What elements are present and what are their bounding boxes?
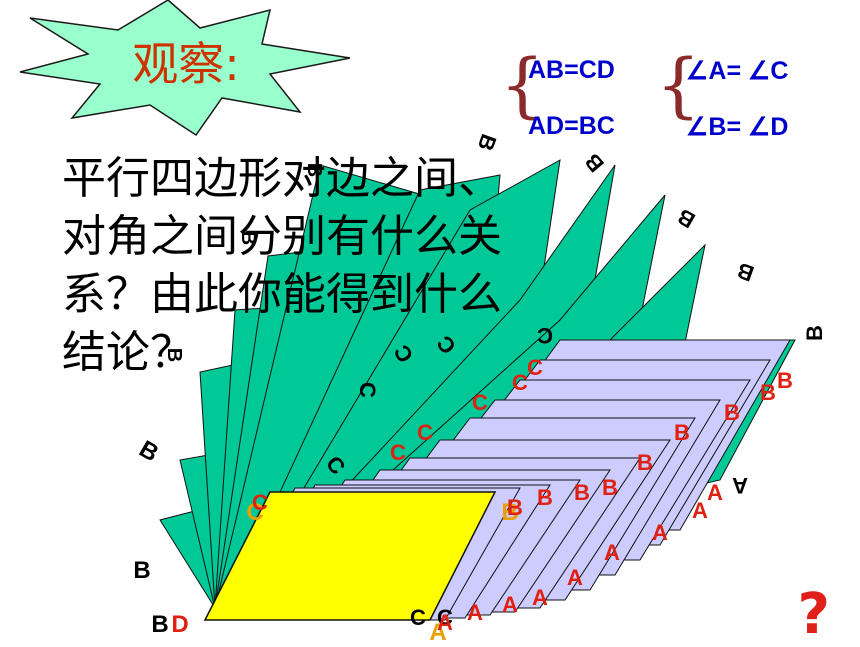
vertex-label-c: C [246,499,263,526]
vertex-label-b: B [802,325,827,341]
vertex-label-c: C [390,440,406,465]
vertex-label-a: A [567,565,583,590]
question-line: 平行四边形对边之间、 [62,153,502,204]
vertex-label-b: B [163,348,185,362]
vertex-label-c: C [355,382,380,398]
vertex-label-b: B [674,420,690,445]
question-line: 结论？ [62,327,194,378]
vertex-label-b: B [507,495,523,520]
vertex-label-b: B [133,557,150,584]
vertex-label-c: C [527,355,543,380]
vertex-label-a: A [502,592,518,617]
angles-brace: { [656,44,701,126]
question-mark: ? [797,582,830,647]
question-line: 系？由此你能得到什么 [62,269,502,320]
vertex-label-d: D [171,611,188,638]
vertex-label-c: C [472,390,488,415]
vertex-label-a: A [707,480,723,505]
question-text: 平行四边形对边之间、 对角之间分别有什么关 系？由此你能得到什么 结论？ [62,150,582,382]
vertex-label-b: B [724,400,740,425]
vertex-label-b: B [151,611,168,638]
vertex-label-b: B [237,231,259,245]
vertex-label-b: B [134,435,163,467]
vertex-label-a: A [437,610,453,635]
vertex-label-a: A [467,600,483,625]
vertex-label-b: B [574,480,590,505]
vertex-label-a: A [532,585,548,610]
vertex-label-a: A [429,619,446,645]
vertex-label-c: C [417,420,433,445]
vertex-label-b: B [501,499,518,526]
sides-brace: { [500,44,545,126]
badge-label: 观察: [132,37,240,91]
vertex-label-b: B [602,475,618,500]
equation-ad-bc: AD=BC [528,112,615,140]
equation-angle-a-c: ∠A= ∠C [686,57,789,85]
vertex-label-b: B [760,380,776,405]
equation-ab-cd: AB=CD [528,56,615,84]
vertex-label-a: A [604,540,620,565]
vertex-label-c: C [252,490,268,515]
vertex-label-b: B [777,368,793,393]
vertex-label-c: C [537,323,553,348]
starburst-shape [19,0,351,137]
vertex-label-b: B [673,204,699,234]
vertex-label-a: A [692,498,708,523]
vertex-label-b: B [580,149,609,177]
vertex-label-c: C [410,605,426,630]
vertex-label-c: C [437,605,453,630]
equation-angle-b-d: ∠B= ∠D [686,113,789,141]
vertex-label-a: A [732,473,748,498]
observe-badge: 观察: [19,0,351,137]
vertex-label-b: B [303,163,325,177]
vertex-label-b: B [637,450,653,475]
front-parallelogram [203,491,497,621]
vertex-label-b: B [734,258,757,287]
vertex-label-b: B [537,485,553,510]
question-line: 对角之间分别有什么关 [62,211,502,262]
vertex-label-a: A [652,520,668,545]
vertex-label-c: C [512,370,528,395]
